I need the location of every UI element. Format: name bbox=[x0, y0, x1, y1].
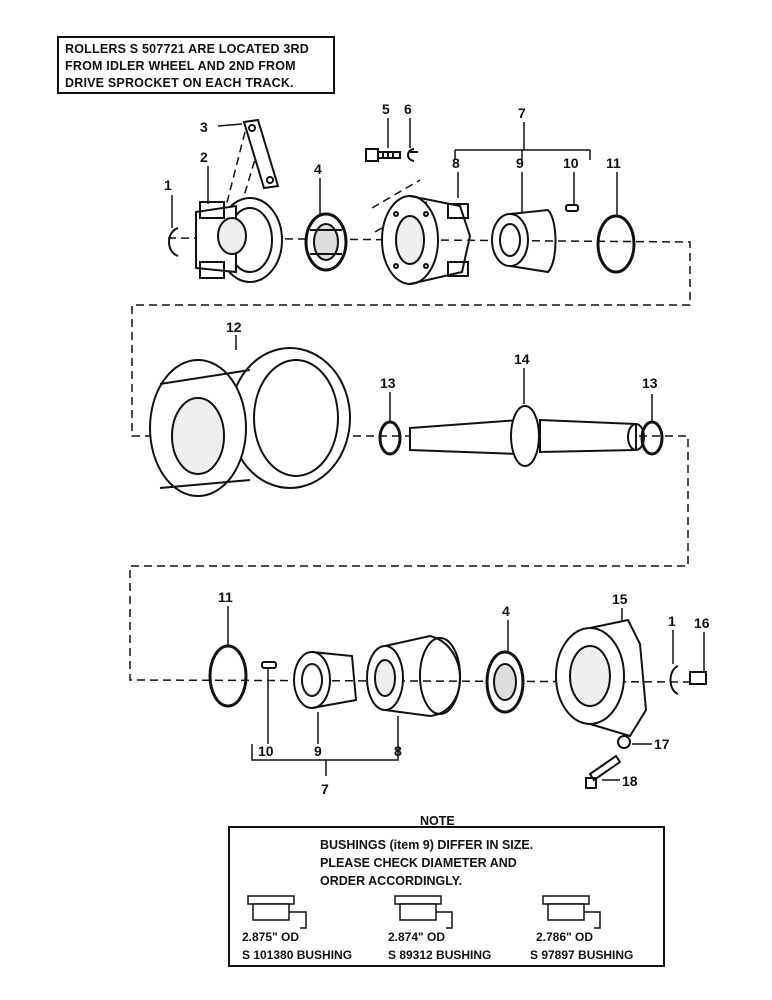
shaft-part-14 bbox=[409, 405, 645, 467]
callout-7: 7 bbox=[321, 781, 329, 797]
callout-13: 13 bbox=[642, 375, 658, 391]
callout-labels: 1 2 3 4 5 6 7 8 9 10 11 12 13 14 13 11 4… bbox=[164, 101, 710, 797]
bushing-note-box: BUSHINGS (item 9) DIFFER IN SIZE. PLEASE… bbox=[228, 826, 665, 967]
o-ring-part-13-right bbox=[640, 420, 664, 456]
rollers-location-note: ROLLERS S 507721 ARE LOCATED 3RD FROM ID… bbox=[57, 36, 335, 94]
bolt-part-5 bbox=[365, 148, 401, 162]
callout-17: 17 bbox=[654, 736, 670, 752]
end-bracket-part-2 bbox=[195, 197, 283, 283]
callout-9: 9 bbox=[314, 743, 322, 759]
bushing-illustration-3 bbox=[542, 895, 601, 929]
callout-10: 10 bbox=[563, 155, 579, 171]
bolt-part-18 bbox=[585, 754, 622, 789]
note-line: FROM IDLER WHEEL AND 2ND FROM bbox=[65, 59, 296, 73]
bushing-illustration-1 bbox=[247, 895, 307, 929]
bushing-2-name: S 89312 BUSHING bbox=[388, 948, 492, 962]
callout-13: 13 bbox=[380, 375, 396, 391]
snap-ring-part-1-bottom bbox=[669, 665, 679, 695]
callout-18: 18 bbox=[622, 773, 638, 789]
note-line: ROLLERS S 507721 ARE LOCATED 3RD bbox=[65, 42, 309, 56]
callout-14: 14 bbox=[514, 351, 530, 367]
callout-1: 1 bbox=[668, 613, 676, 629]
o-ring-part-11-bottom bbox=[208, 644, 248, 708]
snap-ring-part-1 bbox=[168, 227, 179, 257]
bolt-part-16 bbox=[689, 671, 707, 685]
bushing-1-od: 2.875" OD bbox=[242, 930, 300, 944]
callout-8: 8 bbox=[452, 155, 460, 171]
bushing-part-9-bottom bbox=[293, 651, 358, 709]
bushing-note-line: BUSHINGS (item 9) DIFFER IN SIZE. bbox=[320, 838, 534, 852]
callout-6: 6 bbox=[404, 101, 412, 117]
pin-part-10-bottom bbox=[261, 661, 277, 669]
callout-4: 4 bbox=[314, 161, 322, 177]
bushing-note-line: ORDER ACCORDINGLY. bbox=[320, 874, 463, 888]
strap-part-3 bbox=[242, 118, 280, 190]
housing-part-8-bottom bbox=[366, 634, 461, 718]
o-ring-part-13-left bbox=[378, 420, 402, 456]
callout-9: 9 bbox=[516, 155, 524, 171]
roller-part-12 bbox=[149, 347, 351, 497]
callout-15: 15 bbox=[612, 591, 628, 607]
housing-part-8-top bbox=[381, 195, 472, 285]
callout-16: 16 bbox=[694, 615, 710, 631]
lock-washer-part-6 bbox=[407, 148, 418, 162]
callout-5: 5 bbox=[382, 101, 390, 117]
callout-7: 7 bbox=[518, 105, 526, 121]
washer-part-17 bbox=[617, 735, 631, 749]
callout-3: 3 bbox=[200, 119, 208, 135]
callout-11: 11 bbox=[218, 589, 233, 605]
note-line: DRIVE SPROCKET ON EACH TRACK. bbox=[65, 76, 294, 90]
o-ring-part-11-top bbox=[596, 214, 636, 274]
callout-11: 11 bbox=[606, 155, 621, 171]
bushing-3-name: S 97897 BUSHING bbox=[530, 948, 634, 962]
seal-part-4-bottom bbox=[485, 650, 525, 714]
bushing-1-name: S 101380 BUSHING bbox=[242, 948, 353, 962]
callout-12: 12 bbox=[226, 319, 242, 335]
bushing-2-od: 2.874" OD bbox=[388, 930, 446, 944]
callout-2: 2 bbox=[200, 149, 208, 165]
bushing-illustration-2 bbox=[394, 895, 453, 929]
bushing-note-line: PLEASE CHECK DIAMETER AND bbox=[320, 856, 517, 870]
callout-1: 1 bbox=[164, 177, 172, 193]
end-bracket-part-15 bbox=[555, 618, 648, 738]
bushing-part-9-top bbox=[491, 208, 557, 274]
callout-4: 4 bbox=[502, 603, 510, 619]
leader-lines bbox=[171, 118, 705, 781]
pin-part-10-top bbox=[565, 204, 579, 212]
callout-10: 10 bbox=[258, 743, 274, 759]
seal-part-4-top bbox=[304, 212, 348, 272]
callout-8: 8 bbox=[394, 743, 402, 759]
bushing-note-title: NOTE bbox=[420, 814, 455, 828]
bushing-3-od: 2.786" OD bbox=[536, 930, 594, 944]
